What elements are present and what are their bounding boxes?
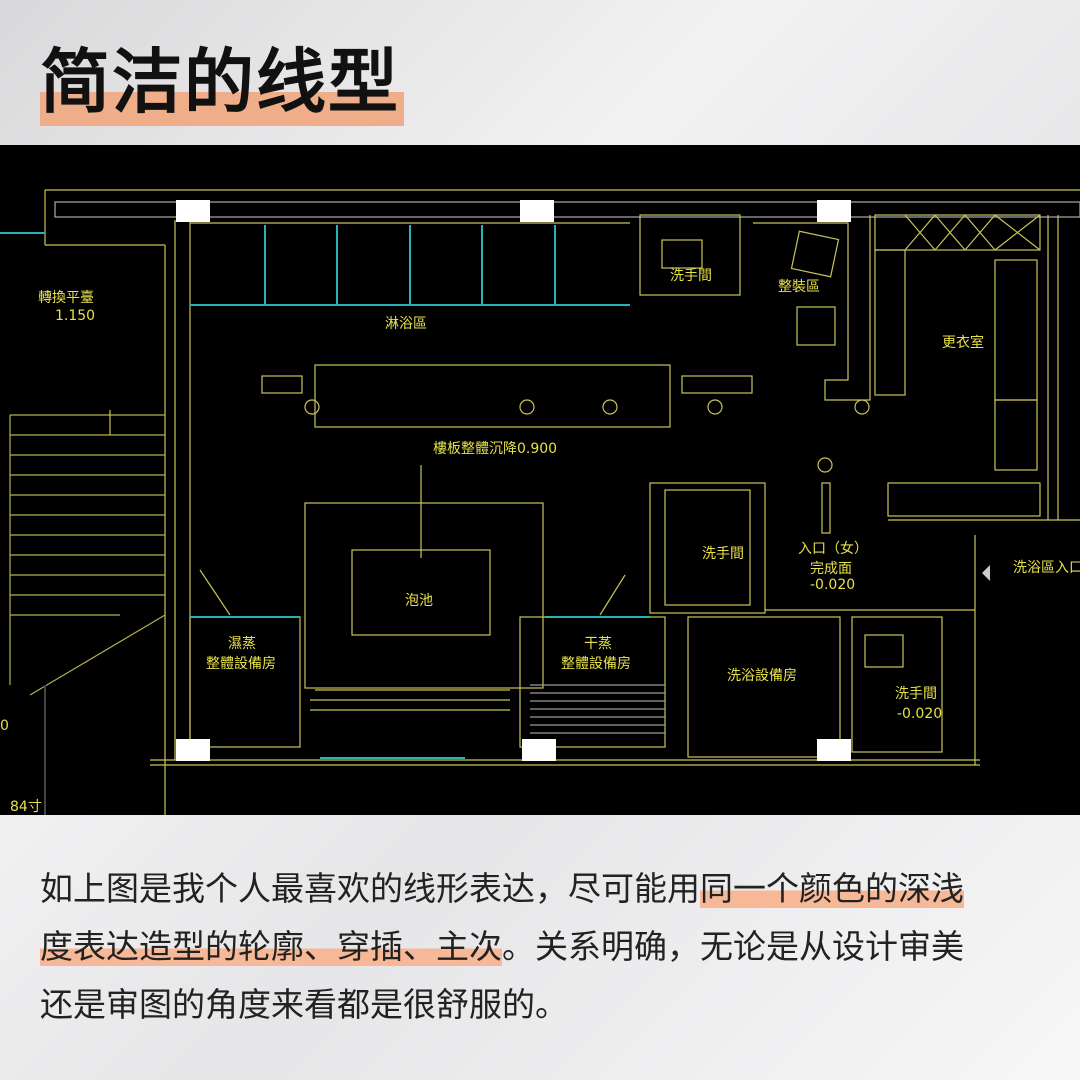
label-washroom-3-level: -0.020: [897, 706, 942, 722]
label-washroom-3: 洗手間: [895, 686, 937, 702]
cad-floor-plan: 轉換平臺 1.150 淋浴區 洗手間 整裝區 更衣室 樓板整體沉降0.900 泡…: [0, 145, 1080, 845]
page-title: 简洁的线型: [40, 41, 404, 126]
label-floor-drop: 樓板整體沉降0.900: [433, 441, 557, 457]
label-bath-entrance: 洗浴區入口: [1013, 560, 1080, 576]
label-washroom-2: 洗手間: [702, 546, 744, 562]
text-segment: 。关系明确，无论是从设计审美: [502, 927, 964, 966]
label-wet-steam: 濕蒸: [228, 636, 256, 652]
label-finish-surface: 完成面: [810, 561, 852, 577]
floor-plan-drawing: 轉換平臺 1.150 淋浴區 洗手間 整裝區 更衣室 樓板整體沉降0.900 泡…: [0, 189, 1080, 845]
label-size-note: 84寸: [10, 799, 42, 815]
label-pool: 泡池: [405, 593, 433, 609]
label-dry-steam-room: 整體設備房: [561, 656, 631, 672]
description-line-3: 还是审图的角度来看都是很舒服的。: [40, 985, 568, 1024]
description-line-2: 度表达造型的轮廓、穿插、主次。关系明确，无论是从设计审美: [40, 918, 1050, 976]
highlighted-text: 度表达造型的轮廓、穿插、主次: [40, 927, 502, 966]
text-segment: 如上图是我个人最喜欢的线形表达，尽可能用: [40, 869, 700, 908]
label-entrance: 入口（女）: [798, 540, 868, 557]
label-washroom-1: 洗手間: [670, 268, 712, 284]
label-dry-steam: 干蒸: [584, 636, 612, 652]
label-shower-area: 淋浴區: [385, 316, 427, 332]
description-text: 如上图是我个人最喜欢的线形表达，尽可能用同一个颜色的深浅 度表达造型的轮廓、穿插…: [40, 860, 1050, 1034]
label-dressing-area: 整裝區: [778, 279, 820, 295]
label-entrance-level: -0.020: [810, 577, 855, 593]
label-wet-steam-room: 整體設備房: [206, 656, 276, 672]
description-line-1: 如上图是我个人最喜欢的线形表达，尽可能用同一个颜色的深浅: [40, 860, 1050, 918]
label-transfer-level: 1.150: [55, 308, 95, 324]
title-text: 简洁的线型: [40, 41, 400, 123]
highlighted-text: 同一个颜色的深浅: [700, 869, 964, 908]
label-locker-room: 更衣室: [942, 334, 984, 351]
label-bath-equipment: 洗浴設備房: [727, 668, 797, 684]
label-transfer-platform: 轉換平臺: [38, 290, 94, 306]
label-left-edge-level: 0: [0, 718, 9, 734]
